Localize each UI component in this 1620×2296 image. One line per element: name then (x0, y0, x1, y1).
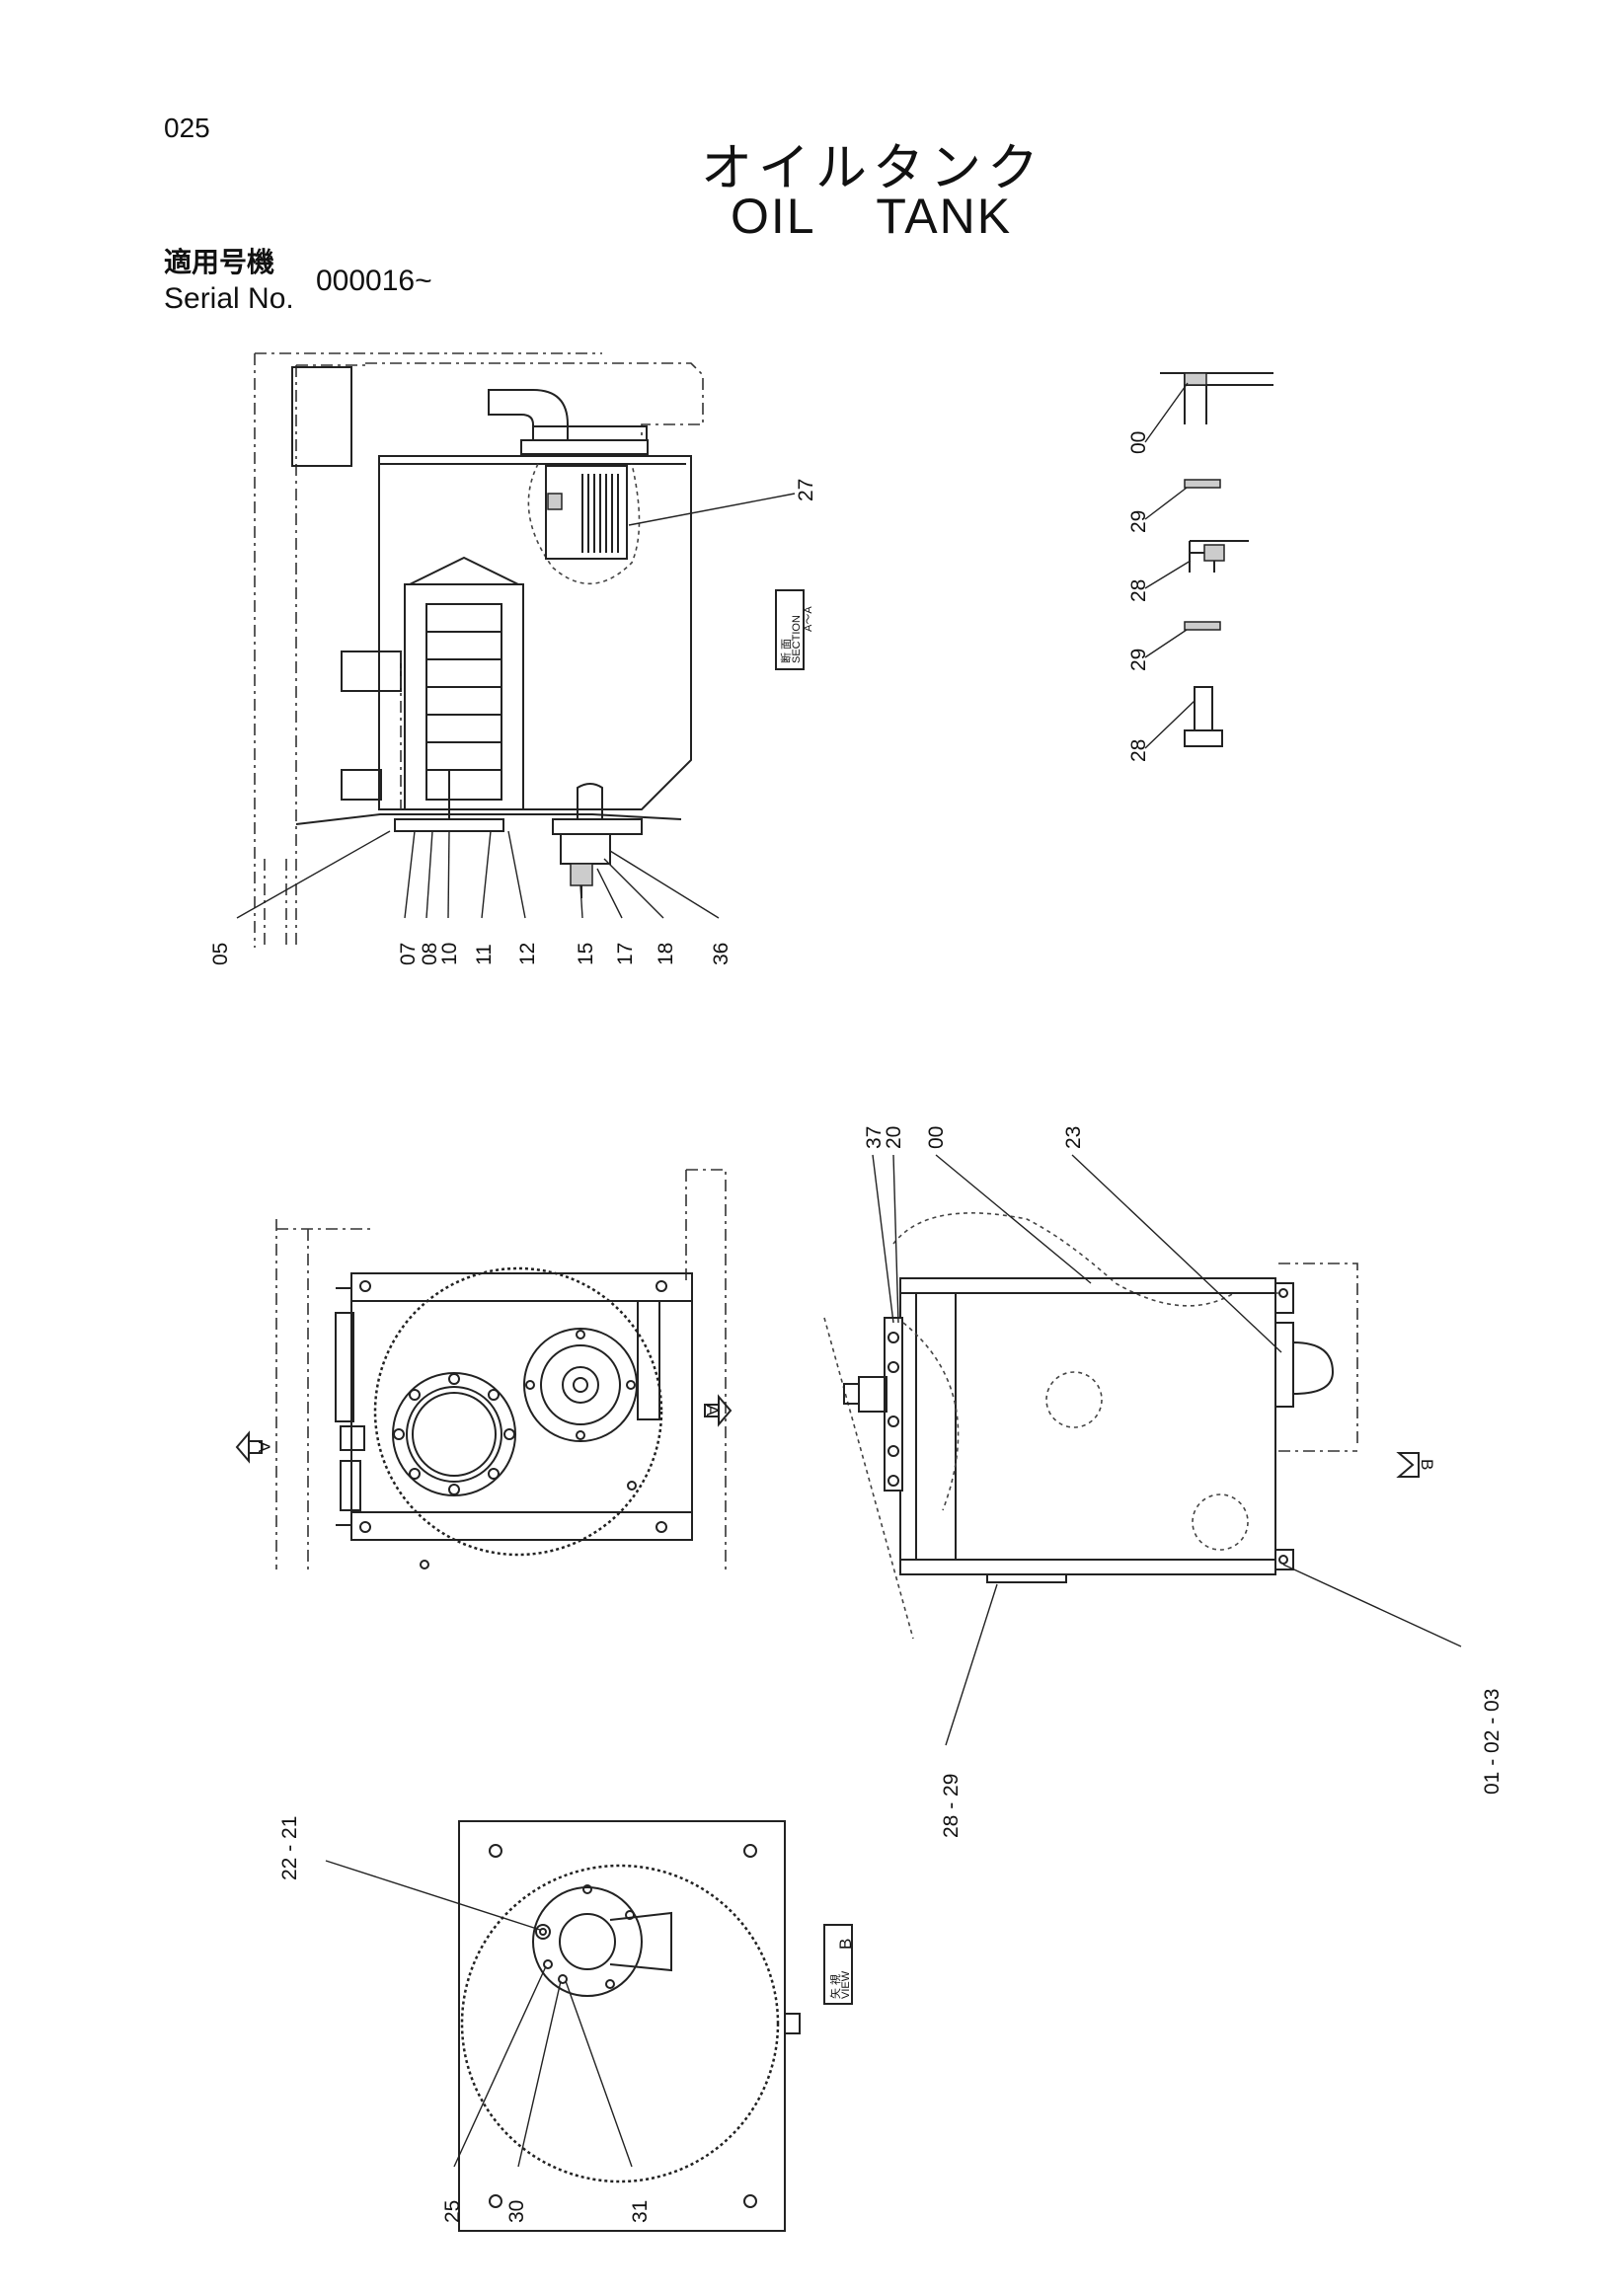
title-english: OIL TANK (731, 189, 1013, 244)
svg-text:VIEW: VIEW (840, 1970, 852, 1999)
section-a-a-view: 断 面 SECTION A～A 27 05 07 08 10 11 12 15 … (209, 352, 817, 965)
drain-flange (532, 1886, 643, 1997)
callout-36: 36 (710, 943, 733, 965)
svg-text:B: B (836, 1939, 855, 1950)
view-b-callout-25: 25 (441, 2200, 464, 2223)
title-japanese: オイルタンク (701, 139, 1045, 198)
section-tag: 断 面 SECTION A～A (775, 589, 814, 670)
callout-05: 05 (209, 943, 232, 965)
frame-bracket (291, 366, 352, 467)
return-filter (545, 465, 628, 560)
section-arrow-a-left: A (255, 1441, 273, 1453)
tank-cylinder-outline (373, 1266, 663, 1557)
suction-elbow (488, 389, 569, 445)
callout-12: 12 (516, 943, 539, 965)
view-tag: 矢 視 VIEW B (823, 1924, 855, 2005)
callout-18: 18 (655, 943, 677, 965)
callout-10: 10 (438, 943, 461, 965)
serial-label-japanese: 適用号機 (164, 246, 275, 278)
callout-17: 17 (614, 943, 637, 965)
detail-callout-29a: 29 (1127, 510, 1150, 533)
svg-text:矢 視: 矢 視 (828, 1974, 842, 1999)
section-arrow-a-right: A (703, 1405, 722, 1416)
drain-valve (560, 833, 611, 865)
detail-callout-00: 00 (1127, 431, 1150, 454)
view-b-callout-22-21: 22 - 21 (278, 1816, 301, 1880)
detail-callout-29b: 29 (1127, 649, 1150, 671)
view-b-callout-31: 31 (629, 2200, 652, 2223)
page-number: 025 (164, 113, 210, 143)
view-b: 矢 視 VIEW B 22 - 21 25 30 31 (278, 1816, 855, 2232)
side-callout-23: 23 (1062, 1126, 1085, 1149)
suction-strainer (425, 603, 502, 801)
detail-callout-28b: 28 (1127, 739, 1150, 762)
side-callout-00: 00 (925, 1126, 948, 1149)
callout-27: 27 (795, 479, 817, 501)
detail-callout-28a: 28 (1127, 579, 1150, 602)
callout-07: 07 (397, 943, 420, 965)
side-callout-01-02-03: 01 - 02 - 03 (1481, 1689, 1504, 1795)
tank-top-plate (350, 1272, 693, 1541)
callout-08: 08 (419, 943, 441, 965)
side-view: B 37 20 00 23 01 - 02 - 03 28 - 29 (823, 1126, 1504, 1838)
view-b-callout-30: 30 (505, 2200, 528, 2223)
detail-symbols: 00 29 28 29 28 (1127, 372, 1273, 762)
svg-text:SECTION: SECTION (791, 615, 803, 663)
side-callout-28-29: 28 - 29 (940, 1774, 963, 1838)
tank-bottom-plate (458, 1820, 786, 2232)
tank-bottom-cylinder (460, 1864, 780, 2183)
svg-text:断 面: 断 面 (779, 639, 793, 663)
serial-number-value: 000016~ (316, 265, 432, 297)
callout-15: 15 (575, 943, 597, 965)
serial-label-english: Serial No. (164, 282, 294, 315)
top-view: A A (235, 1169, 733, 1569)
svg-text:A～A: A～A (803, 606, 814, 632)
callout-11: 11 (473, 944, 496, 965)
breather-cap (1292, 1340, 1335, 1396)
strainer-cap (409, 556, 519, 585)
side-callout-20: 20 (883, 1126, 905, 1149)
view-arrow-b: B (1418, 1459, 1436, 1470)
side-callout-37: 37 (863, 1126, 886, 1149)
bottom-cover (394, 818, 504, 832)
